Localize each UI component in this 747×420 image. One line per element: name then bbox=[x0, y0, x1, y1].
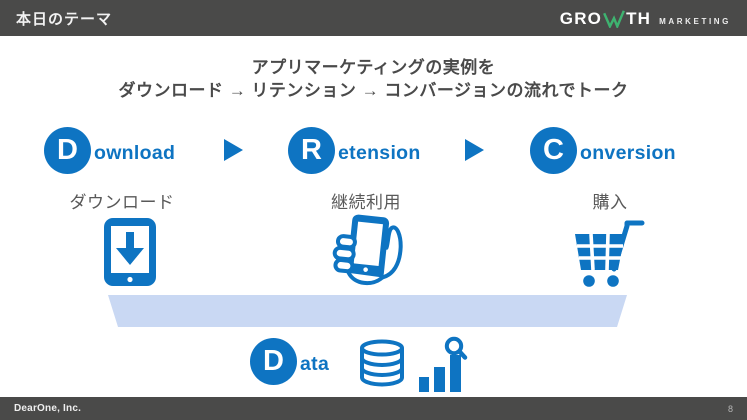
bottom-bar: DearOne, Inc. 8 bbox=[0, 397, 747, 420]
headline-line1: アプリマーケティングの実例を bbox=[251, 58, 496, 77]
flow-arrow-2-icon bbox=[465, 139, 484, 161]
download-initial: D bbox=[57, 134, 78, 166]
data-word-rest: ata bbox=[300, 353, 330, 375]
hand-holding-phone-icon bbox=[328, 214, 412, 290]
download-step-word: D ownload bbox=[44, 127, 175, 174]
retention-label: 継続利用 bbox=[331, 193, 401, 212]
download-word-rest: ownload bbox=[94, 142, 176, 164]
logo-wordmark: GRO TH bbox=[559, 9, 652, 28]
database-icon bbox=[357, 339, 407, 387]
funnel-band bbox=[108, 295, 627, 327]
headline: アプリマーケティングの実例を ダウンロード → リテンション → コンバージョン… bbox=[0, 56, 747, 102]
shopping-cart-icon bbox=[568, 217, 646, 289]
retention-initial: R bbox=[301, 134, 322, 166]
growth-check-w-icon bbox=[603, 10, 626, 28]
page-number: 8 bbox=[727, 403, 733, 414]
conversion-initial: C bbox=[543, 134, 564, 166]
data-word: D ata bbox=[250, 338, 329, 385]
headline-line2: ダウンロード → リテンション → コンバージョンの流れでトーク bbox=[118, 81, 629, 100]
conversion-step-word: C onversion bbox=[530, 127, 676, 174]
download-label: ダウンロード bbox=[69, 193, 175, 212]
data-initial: D bbox=[263, 345, 284, 377]
tablet-download-icon bbox=[103, 217, 157, 287]
data-initial-circle: D bbox=[250, 338, 297, 385]
retention-word-rest: etension bbox=[338, 142, 421, 164]
download-initial-circle: D bbox=[44, 127, 91, 174]
conversion-word-rest: onversion bbox=[580, 142, 676, 164]
top-bar: 本日のテーマ GRO TH MARKETING bbox=[0, 0, 747, 36]
conversion-label: 購入 bbox=[592, 193, 628, 212]
logo-text-gro: GRO bbox=[559, 9, 603, 28]
company-name: DearOne, Inc. bbox=[14, 403, 82, 414]
flow-arrow-1-icon bbox=[224, 139, 243, 161]
conversion-initial-circle: C bbox=[530, 127, 577, 174]
bar-chart-magnifier-icon bbox=[417, 336, 471, 394]
logo-text-th: TH bbox=[626, 9, 652, 28]
logo-text-marketing: MARKETING bbox=[659, 17, 731, 26]
retention-initial-circle: R bbox=[288, 127, 335, 174]
retention-step-word: R etension bbox=[288, 127, 421, 174]
slide-section-title: 本日のテーマ bbox=[16, 10, 113, 28]
growth-marketing-logo: GRO TH MARKETING bbox=[559, 9, 731, 28]
